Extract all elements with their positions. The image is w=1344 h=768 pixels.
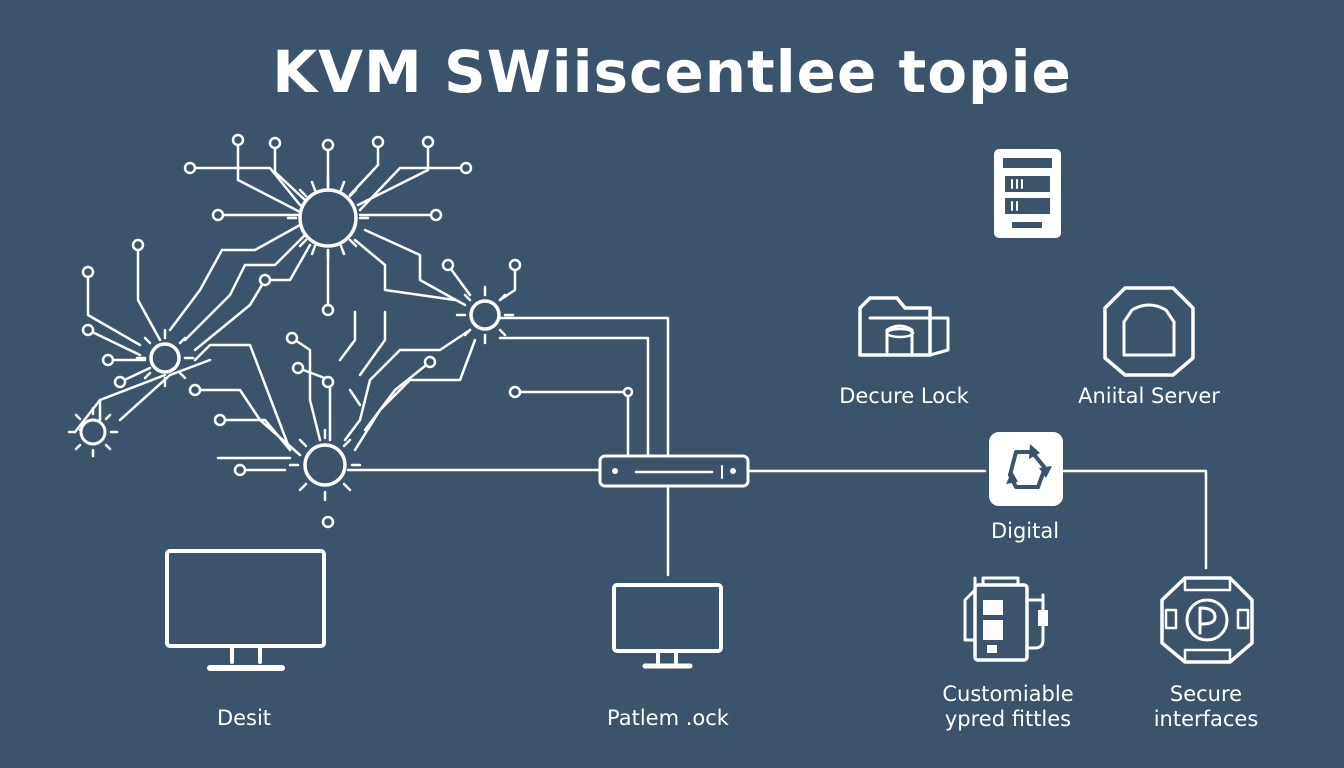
recycle-icon <box>989 432 1063 506</box>
monitor-icon <box>612 583 723 669</box>
device-icon <box>963 576 1048 662</box>
node-label-customizable: Customiable ypred fittles <box>930 682 1086 732</box>
folder-icon <box>858 296 950 357</box>
node-label-customizable-line1: Customiable <box>942 682 1074 706</box>
node-label-digital: Digital <box>990 519 1060 543</box>
node-label-secure-interfaces: Secure interfaces <box>1140 682 1272 732</box>
node-label-pattern-lock: Patlem .ock <box>607 706 729 730</box>
monitor-icon <box>165 549 326 671</box>
padlock-icon <box>1103 286 1195 377</box>
kvm-switch-icon <box>598 454 1208 577</box>
node-label-customizable-line2: ypred fittles <box>944 707 1072 731</box>
diagram-title: KVM SWiiscentlee topie <box>272 38 1072 106</box>
node-label-anital-server: Aniital Server <box>1078 384 1220 408</box>
server-rack-icon <box>994 149 1061 238</box>
node-label-secure-interfaces-line2: interfaces <box>1153 707 1259 731</box>
node-label-desit: Desit <box>216 706 272 730</box>
network-hub-icon <box>67 133 670 529</box>
node-label-secure-interfaces-line1: Secure <box>1169 682 1243 706</box>
node-label-decure-lock: Decure Lock <box>839 384 969 408</box>
chip-icon <box>1160 576 1254 664</box>
